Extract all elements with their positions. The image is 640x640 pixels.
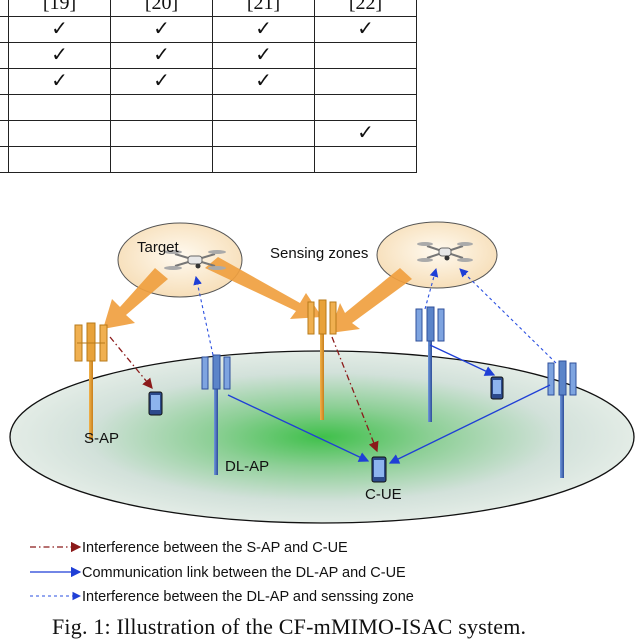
table-header-cell: [19]	[8, 0, 111, 17]
table-cell	[0, 68, 9, 95]
table-row: ✓✓✓	[0, 68, 417, 95]
table-cell	[0, 42, 9, 69]
sensing-zone-left	[117, 222, 243, 298]
phone-icon	[371, 456, 387, 483]
figure-caption: Fig. 1: Illustration of the CF-mMIMO-ISA…	[52, 614, 527, 639]
table-cell	[8, 94, 111, 121]
table-cell: ✓	[110, 42, 213, 69]
drone-icon	[164, 250, 226, 270]
table-row	[0, 146, 417, 173]
table-cell: ✓	[314, 16, 417, 43]
table-cell: ✓	[8, 68, 111, 95]
links	[109, 267, 557, 464]
table-cell	[314, 146, 417, 173]
table-cell: ✓	[212, 16, 315, 43]
label-s-ap: S-AP	[84, 430, 119, 447]
label-dl-ap: DL-AP	[225, 458, 269, 475]
label-c-ue: C-UE	[365, 486, 402, 503]
table-cell	[8, 146, 111, 173]
table-header-cell: [20]	[110, 0, 213, 17]
table-cell: ✓	[8, 42, 111, 69]
table-header-cell: [22]	[314, 0, 417, 17]
table-cell	[0, 120, 9, 147]
s-ap-tower	[74, 322, 108, 440]
sensing-beams	[103, 257, 412, 333]
drone-icon	[417, 242, 473, 262]
table-cell	[110, 120, 213, 147]
table-cell	[314, 94, 417, 121]
dl-ap-tower	[547, 360, 577, 478]
phone-icon	[490, 376, 504, 400]
table-cell: ✓	[110, 68, 213, 95]
system-diagram: Target Sensing zones S-AP DL-AP C-UE Int…	[9, 221, 635, 605]
table-cell	[212, 120, 315, 147]
table-cell	[212, 146, 315, 173]
label-sensing-zones: Sensing zones	[270, 245, 368, 262]
table-cell	[110, 94, 213, 121]
dl-ap-tower	[415, 306, 445, 422]
legend-item: Interference between the S-AP and C-UE	[82, 540, 348, 556]
table-cell	[212, 94, 315, 121]
legend: Interference between the S-AP and C-UE C…	[30, 540, 414, 605]
legend-item: Communication link between the DL-AP and…	[82, 565, 406, 581]
table-row	[0, 94, 417, 121]
table-row: ✓	[0, 120, 417, 147]
table-row: ✓✓✓	[0, 42, 417, 69]
table-cell	[0, 94, 9, 121]
table-cell: ✓	[212, 42, 315, 69]
table-cell: ✓	[110, 16, 213, 43]
table-row: ✓✓✓✓	[0, 16, 417, 43]
table-cell	[0, 0, 9, 17]
legend-item: Interference between the DL-AP and senss…	[82, 589, 414, 605]
table-cell: ✓	[314, 120, 417, 147]
phone-icon	[148, 391, 163, 416]
table-header-cell: [21]	[212, 0, 315, 17]
table-cell: ✓	[8, 16, 111, 43]
table-cell	[0, 16, 9, 43]
label-target: Target	[137, 239, 180, 256]
table-cell: ✓	[212, 68, 315, 95]
comparison-table: [19][20][21][22]✓✓✓✓✓✓✓✓✓✓✓	[0, 0, 417, 173]
table-cell	[110, 146, 213, 173]
table-cell	[314, 68, 417, 95]
table-header-row: [19][20][21][22]	[0, 0, 417, 17]
table-cell	[314, 42, 417, 69]
s-ap-tower	[307, 299, 337, 420]
dl-ap-tower	[201, 354, 231, 475]
table-cell	[8, 120, 111, 147]
table-cell	[0, 146, 9, 173]
